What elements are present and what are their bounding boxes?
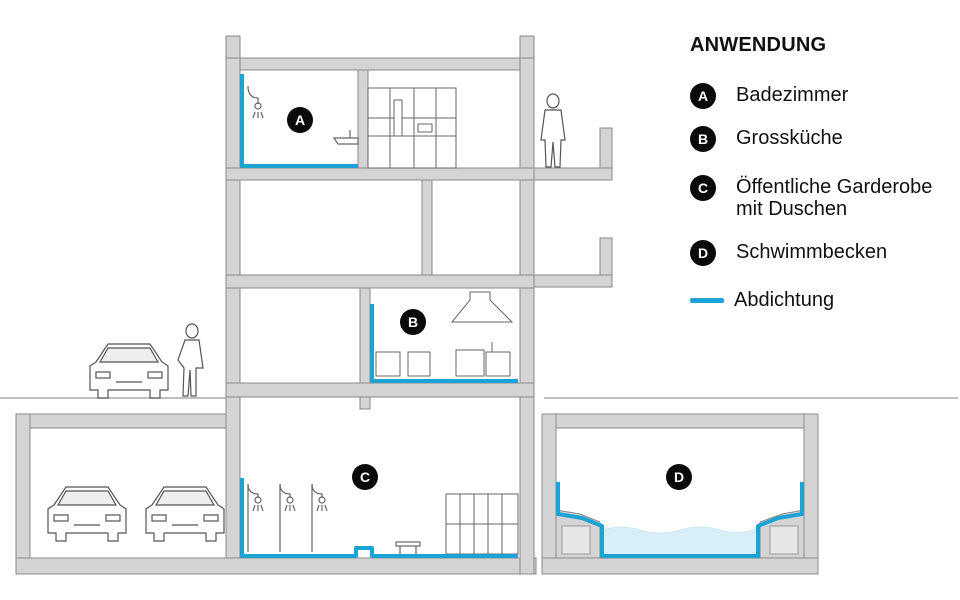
legend-title: ANWENDUNG — [690, 34, 827, 56]
marker-b-label: B — [408, 314, 418, 330]
legend-label-a: Badezimmer — [736, 84, 848, 106]
legend-label-b: Grossküche — [736, 127, 843, 149]
shower-fixtures — [247, 483, 421, 554]
marker-d-label: D — [674, 469, 684, 485]
kitchen-cabinets-illustration — [367, 87, 457, 169]
legend-marker-c: C — [690, 175, 716, 201]
legend-label-c: Öffentliche Garderobe mit Duschen — [736, 176, 932, 220]
legend-item-a: A Badezimmer — [690, 83, 848, 109]
legend-marker-b: B — [690, 126, 716, 152]
legend: ANWENDUNG A Badezimmer B Grossküche C Öf… — [690, 34, 958, 311]
marker-a: A — [287, 107, 313, 133]
legend-marker-d: D — [690, 240, 716, 266]
legend-label-waterproofing: Abdichtung — [734, 289, 835, 311]
waterproofing-lines — [240, 74, 804, 558]
person-figure — [177, 93, 566, 397]
marker-d: D — [666, 464, 692, 490]
pool-basin — [555, 509, 805, 559]
locker-illustration — [445, 493, 519, 555]
bathroom-fixtures — [247, 85, 359, 145]
marker-a-label: A — [295, 112, 305, 128]
legend-label-d: Schwimmbecken — [736, 241, 887, 263]
legend-label-c-line-1: Öffentliche Garderobe — [736, 176, 933, 198]
legend-label-a-line-1: Badezimmer — [736, 84, 849, 106]
legend-marker-a: A — [690, 83, 716, 109]
car-illustration — [47, 343, 225, 542]
commercial-kitchen-equipment — [375, 291, 514, 377]
marker-c: C — [352, 464, 378, 490]
waterproofing-swatch — [690, 298, 724, 303]
legend-item-waterproofing: Abdichtung — [690, 289, 834, 311]
legend-item-b: B Grossküche — [690, 126, 843, 152]
building-structure — [15, 35, 819, 575]
legend-item-d: D Schwimmbecken — [690, 240, 887, 266]
legend-item-c: C Öffentliche Garderobe mit Duschen — [690, 175, 932, 220]
legend-label-d-line-1: Schwimmbecken — [736, 241, 888, 263]
marker-b: B — [400, 309, 426, 335]
marker-c-label: C — [360, 469, 370, 485]
legend-label-c-line-2: mit Duschen — [736, 198, 848, 220]
legend-label-b-line-1: Grossküche — [736, 127, 843, 149]
